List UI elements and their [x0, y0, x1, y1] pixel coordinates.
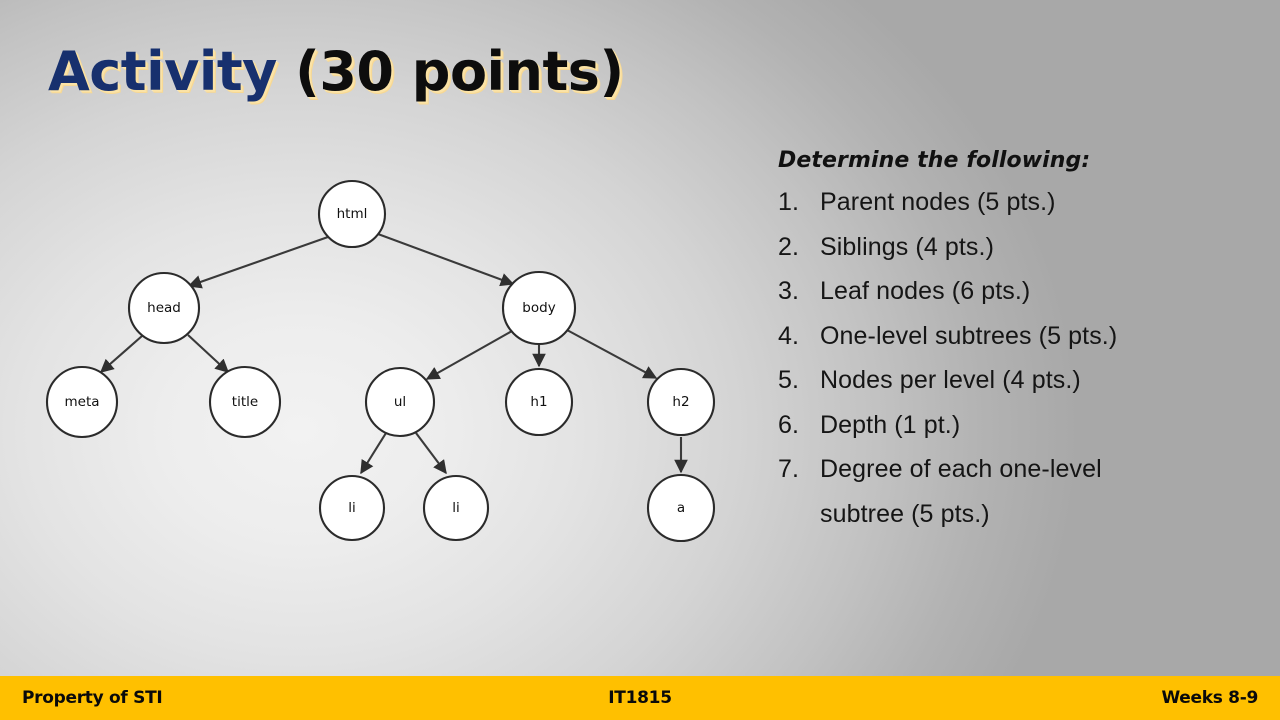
dom-tree-diagram: html head body meta title — [0, 150, 760, 570]
question-text-3: Leaf nodes (6 pts.) — [820, 277, 1031, 305]
tree-node-title[interactable]: title — [208, 365, 282, 439]
tree-node-a[interactable]: a — [646, 473, 716, 543]
tree-node-ul[interactable]: ul — [364, 366, 436, 438]
tree-node-li1[interactable]: li — [318, 474, 386, 542]
node-label-h1: h1 — [530, 394, 547, 410]
question-item-2: 2. Siblings (4 pts.) — [778, 225, 1248, 270]
question-number-4: 4. — [778, 321, 800, 350]
node-label-title: title — [232, 394, 258, 410]
node-label-body: body — [522, 300, 555, 316]
questions-heading: Determine the following: — [778, 148, 1091, 173]
node-label-li2: li — [452, 500, 460, 516]
question-text-7-continuation: subtree (5 pts.) — [820, 499, 990, 528]
node-shape-h2 — [646, 367, 716, 437]
node-shape-head — [127, 271, 201, 345]
question-item-1: 1. Parent nodes (5 pts.) — [778, 180, 1248, 225]
question-item-3: 3. Leaf nodes (6 pts.) — [778, 269, 1248, 314]
edge-body-h2 — [566, 329, 658, 379]
node-shape-li2 — [422, 474, 490, 542]
question-text-4: One-level subtrees (5 pts.) — [820, 321, 1118, 350]
tree-node-head[interactable]: head — [127, 271, 201, 345]
tree-node-meta[interactable]: meta — [45, 365, 119, 439]
node-label-h2: h2 — [672, 394, 689, 410]
node-shape-ul — [364, 366, 436, 438]
question-item-5: 5. Nodes per level (4 pts.) — [778, 358, 1248, 403]
node-shape-li1 — [318, 474, 386, 542]
footer-course-code: IT1815 — [608, 688, 672, 708]
edge-ul-li1 — [360, 432, 387, 475]
node-label-meta: meta — [64, 394, 99, 410]
question-text-7: Degree of each one-level — [820, 455, 1102, 483]
node-label-li1: li — [348, 500, 356, 516]
tree-node-h1[interactable]: h1 — [504, 367, 574, 437]
node-label-a: a — [677, 500, 685, 516]
question-number-3: 3. — [778, 277, 800, 305]
question-text-6: Depth (1 pt.) — [820, 410, 961, 439]
title-points-text: (30 points) — [276, 40, 624, 103]
node-shape-body — [501, 270, 577, 346]
node-shape-html — [317, 179, 387, 249]
node-shape-a — [646, 473, 716, 543]
question-number-6: 6. — [778, 410, 800, 439]
tree-node-li2[interactable]: li — [422, 474, 490, 542]
footer-property-label: Property of STI — [22, 688, 163, 708]
question-number-7: 7. — [778, 455, 800, 483]
tree-nodes: html head body meta title — [45, 179, 716, 543]
question-text-5: Nodes per level (4 pts.) — [820, 366, 1081, 394]
tree-node-html[interactable]: html — [317, 179, 387, 249]
node-label-html: html — [337, 206, 368, 222]
edge-head-title — [187, 334, 230, 373]
footer-weeks-label: Weeks 8-9 — [1161, 688, 1258, 708]
question-item-7: 7. Degree of each one-level — [778, 447, 1248, 492]
edge-ul-li2 — [415, 432, 447, 475]
questions-panel: Determine the following: 1. Parent nodes… — [778, 148, 1248, 536]
title-activity-text: Activity — [48, 40, 277, 103]
tree-node-body[interactable]: body — [501, 270, 577, 346]
question-number-5: 5. — [778, 366, 800, 394]
edge-html-head — [187, 236, 329, 289]
tree-svg: html head body meta title — [45, 179, 716, 543]
tree-node-h2[interactable]: h2 — [646, 367, 716, 437]
question-text-1: Parent nodes (5 pts.) — [820, 188, 1056, 216]
question-number-2: 2. — [778, 232, 800, 261]
edge-head-meta — [99, 335, 143, 373]
question-text-2: Siblings (4 pts.) — [820, 232, 994, 261]
question-number-1: 1. — [778, 188, 800, 216]
node-shape-title — [208, 365, 282, 439]
edge-body-ul — [425, 330, 513, 380]
edge-html-body — [377, 233, 515, 287]
node-label-ul: ul — [394, 394, 406, 410]
question-item-4: 4. One-level subtrees (5 pts.) — [778, 314, 1248, 359]
node-shape-meta — [45, 365, 119, 439]
node-shape-h1 — [504, 367, 574, 437]
question-item-6: 6. Depth (1 pt.) — [778, 403, 1248, 448]
tree-edges — [99, 233, 688, 475]
node-label-head: head — [147, 300, 181, 316]
slide-footer: Property of STI IT1815 Weeks 8-9 — [0, 676, 1280, 720]
page-title: Activity (30 points) — [48, 33, 748, 113]
